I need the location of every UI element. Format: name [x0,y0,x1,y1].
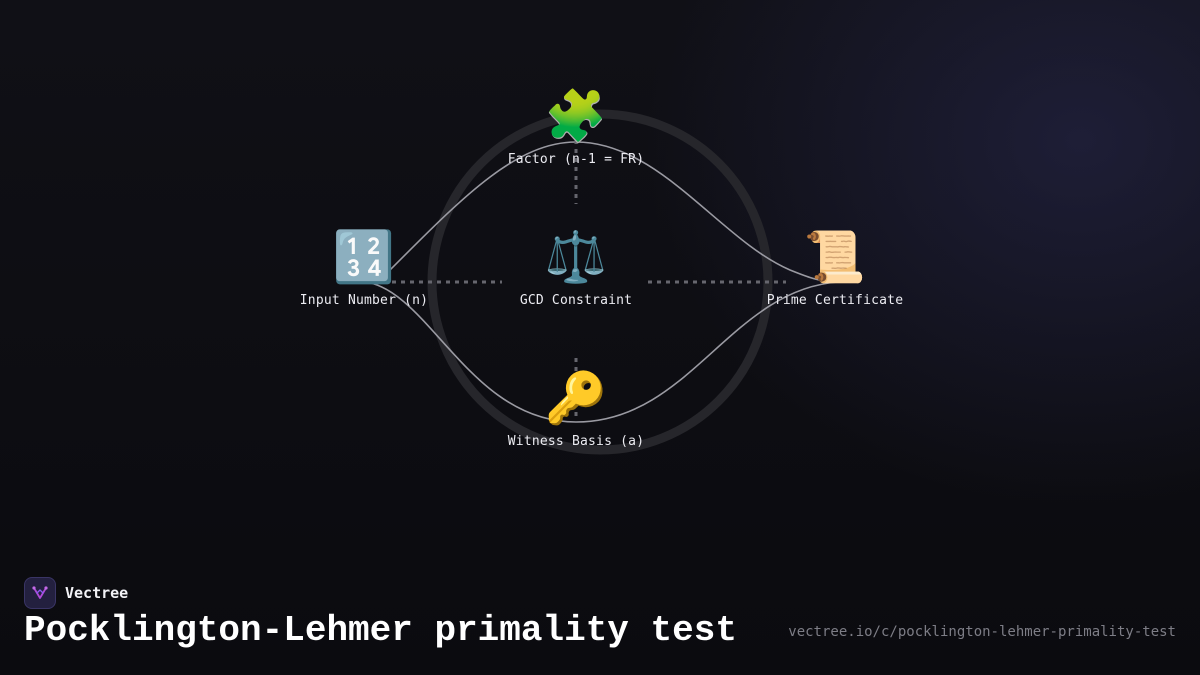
page-title: Pocklington-Lehmer primality test [24,610,737,651]
node-gcd: ⚖️ GCD Constraint [476,227,676,308]
node-certificate: 📜 Prime Certificate [735,227,935,308]
puzzle-piece-icon: 🧩 [544,87,608,145]
scroll-icon: 📜 [803,228,867,286]
brand[interactable]: Vectree [24,577,128,609]
node-certificate-label: Prime Certificate [766,293,904,308]
page-url[interactable]: vectree.io/c/pocklington-lehmer-primalit… [788,624,1176,640]
brand-name: Vectree [65,584,129,602]
node-gcd-label: GCD Constraint [519,293,633,308]
node-factor: 🧩 Factor (n-1 = FR) [476,86,676,167]
balance-scale-icon: ⚖️ [544,228,608,286]
node-witness-label: Witness Basis (a) [507,434,645,449]
node-factor-label: Factor (n-1 = FR) [507,152,645,167]
vectree-logo-icon [24,577,56,609]
connection-witness-certificate [575,281,839,423]
node-input-label: Input Number (n) [299,293,429,308]
node-input: 🔢 Input Number (n) [264,227,464,308]
key-icon: 🔑 [544,369,608,427]
connection-input-witness [365,281,577,423]
number-keys-icon: 🔢 [332,228,396,286]
connection-input-factor [387,141,577,273]
node-witness: 🔑 Witness Basis (a) [476,368,676,449]
connection-factor-certificate [575,141,831,283]
